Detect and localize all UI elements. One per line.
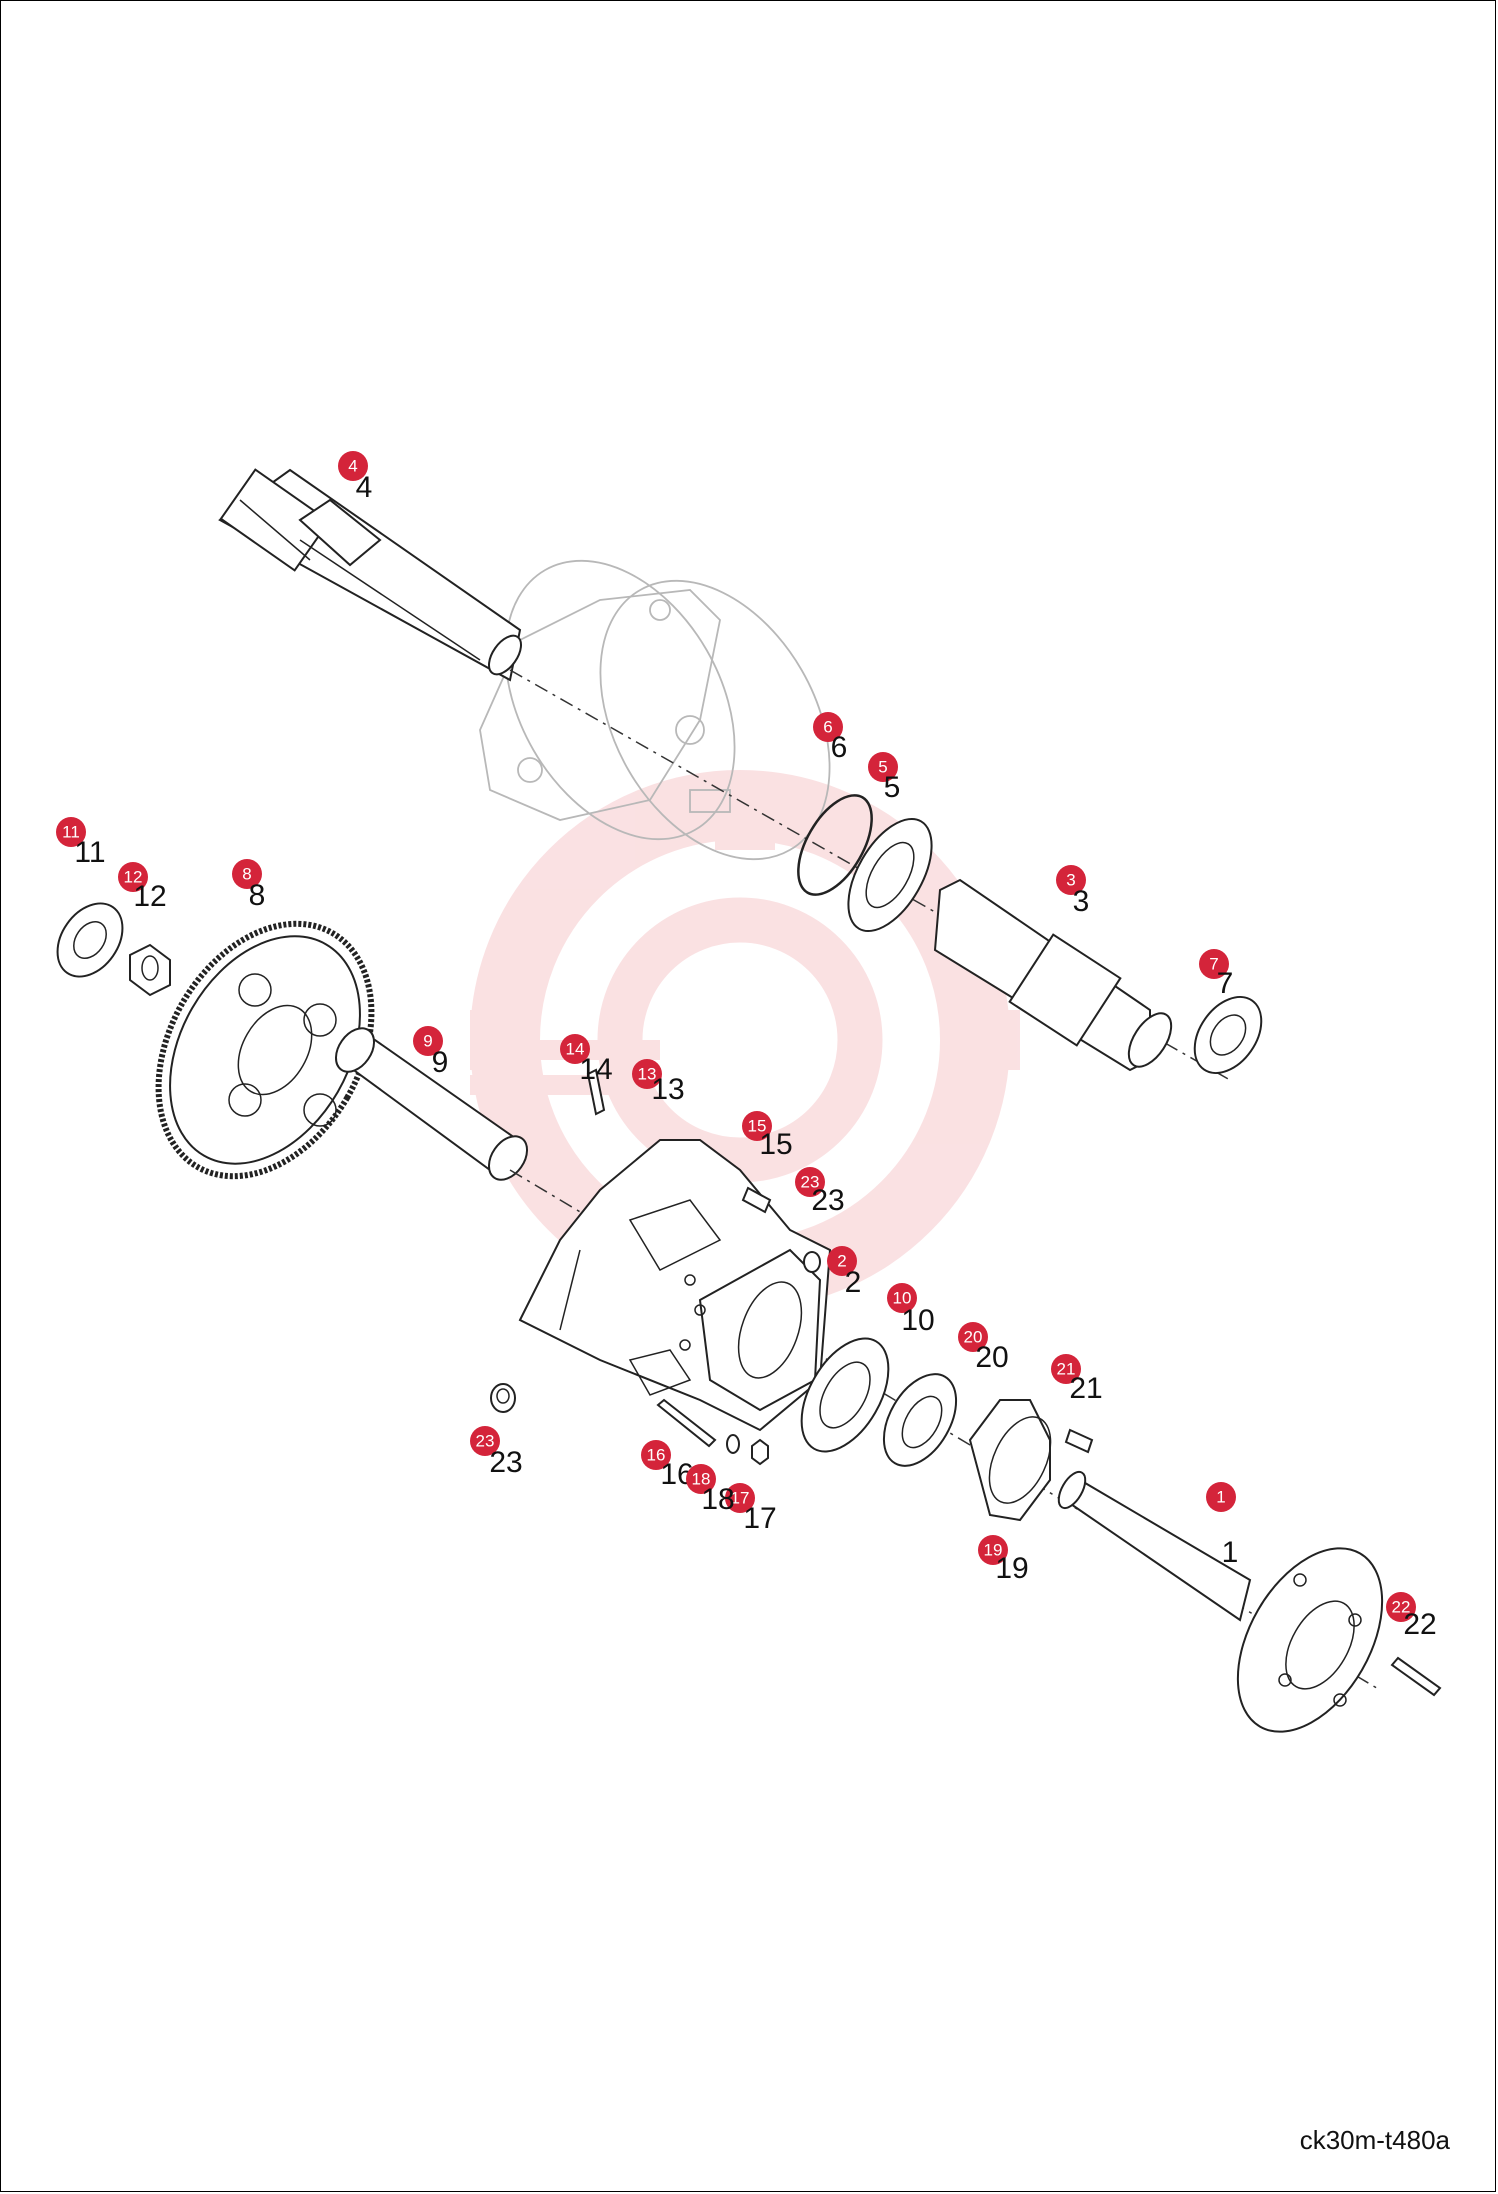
- callout-13[interactable]: 13: [632, 1059, 662, 1089]
- stud-part-16: [656, 1398, 717, 1448]
- callout-5[interactable]: 5: [868, 752, 898, 782]
- diagram-reference-code: ck30m-t480a: [1299, 2125, 1450, 2155]
- callout-21[interactable]: 21: [1051, 1354, 1081, 1384]
- large-gear-part-8: [155, 920, 375, 1180]
- svg-text:1: 1: [1216, 1488, 1225, 1507]
- part-label-2: 2: [845, 1266, 862, 1299]
- stud-part-22: [1390, 1656, 1442, 1697]
- part-label-17: 17: [743, 1502, 776, 1535]
- svg-text:10: 10: [893, 1289, 912, 1308]
- part-label-10: 10: [901, 1304, 934, 1337]
- nut-part-12: [129, 943, 171, 997]
- callout-11[interactable]: 11: [56, 817, 86, 847]
- part-label-23-lower: 23: [489, 1446, 522, 1479]
- axle-shaft-part-1: [1057, 1470, 1384, 1733]
- snap-ring-part-6: [797, 794, 873, 896]
- svg-text:18: 18: [692, 1470, 711, 1489]
- part-label-9: 9: [432, 1046, 449, 1079]
- ghost-housing: [479, 559, 831, 861]
- part-label-20: 20: [975, 1341, 1008, 1374]
- part-label-21: 21: [1069, 1372, 1102, 1405]
- svg-text:3: 3: [1066, 871, 1075, 890]
- part-label-8: 8: [249, 879, 266, 912]
- callout-18[interactable]: 18: [686, 1464, 716, 1494]
- bearing-part-5: [847, 817, 933, 933]
- svg-text:6: 6: [823, 718, 832, 737]
- input-shaft-part-4: [218, 468, 522, 682]
- bearing-part-2: [800, 1337, 890, 1453]
- part-label-11: 11: [74, 836, 105, 869]
- part-label-22: 22: [1403, 1608, 1436, 1641]
- pinion-shaft-part-3: [933, 878, 1173, 1072]
- part-label-13: 13: [651, 1073, 684, 1106]
- callout-22[interactable]: 22: [1386, 1592, 1416, 1622]
- bearing-part-7: [1193, 996, 1263, 1074]
- part-label-6: 6: [831, 731, 848, 764]
- callout-2[interactable]: 2: [827, 1246, 857, 1276]
- part-label-4: 4: [356, 471, 373, 504]
- callout-6[interactable]: 6: [813, 712, 843, 742]
- svg-text:23: 23: [476, 1432, 495, 1451]
- svg-text:20: 20: [964, 1328, 983, 1347]
- bolt-part-15: [741, 1186, 772, 1214]
- washer-part-18: [726, 1434, 740, 1454]
- bolt-part-21: [1064, 1428, 1094, 1454]
- svg-text:7: 7: [1209, 955, 1218, 974]
- bearing-part-11: [56, 902, 124, 978]
- nut-part-17: [751, 1438, 769, 1466]
- svg-text:16: 16: [647, 1446, 666, 1465]
- housing-part-13: [518, 1139, 832, 1432]
- part-label-12: 12: [133, 880, 166, 913]
- svg-text:9: 9: [423, 1032, 432, 1051]
- svg-text:4: 4: [348, 457, 357, 476]
- svg-text:14: 14: [566, 1040, 585, 1059]
- part-label-15: 15: [759, 1128, 792, 1161]
- callout-14[interactable]: 14: [560, 1034, 590, 1064]
- callout-23-lower[interactable]: 23: [470, 1426, 500, 1456]
- part-label-14: 14: [579, 1053, 612, 1086]
- part-label-23-upper: 23: [811, 1184, 844, 1217]
- retainer-part-20: [968, 1399, 1052, 1522]
- part-label-1: 1: [1222, 1536, 1239, 1569]
- sleeve-part-9: [334, 1027, 529, 1181]
- callout-17[interactable]: 17: [725, 1483, 755, 1513]
- part-label-3: 3: [1073, 885, 1090, 918]
- svg-text:19: 19: [984, 1541, 1003, 1560]
- part-label-19: 19: [995, 1552, 1028, 1585]
- seal-part-10: [882, 1373, 958, 1467]
- callout-3[interactable]: 3: [1056, 865, 1086, 895]
- callout-8[interactable]: 8: [232, 859, 262, 889]
- callout-15[interactable]: 15: [742, 1111, 772, 1141]
- callout-7[interactable]: 7: [1199, 949, 1229, 979]
- part-label-18: 18: [701, 1483, 734, 1516]
- callout-19[interactable]: 19: [978, 1535, 1008, 1565]
- svg-text:17: 17: [731, 1489, 750, 1508]
- svg-text:5: 5: [878, 758, 887, 777]
- svg-text:22: 22: [1392, 1598, 1411, 1617]
- part-label-7: 7: [1217, 967, 1234, 1000]
- callout-20[interactable]: 20: [958, 1322, 988, 1352]
- plug-part-23-lower: [490, 1383, 516, 1413]
- callout-16[interactable]: 16: [641, 1440, 671, 1470]
- part-label-5: 5: [884, 771, 901, 804]
- callout-23-upper[interactable]: 23: [795, 1167, 825, 1197]
- svg-text:8: 8: [242, 865, 251, 884]
- svg-text:11: 11: [62, 823, 80, 842]
- svg-text:2: 2: [837, 1252, 846, 1271]
- pin-part-14: [586, 1068, 606, 1116]
- svg-text:15: 15: [748, 1117, 767, 1136]
- callout-1[interactable]: 1: [1206, 1482, 1236, 1512]
- svg-text:21: 21: [1057, 1360, 1076, 1379]
- plug-part-23-upper: [803, 1251, 821, 1273]
- svg-text:13: 13: [638, 1065, 657, 1084]
- callout-4[interactable]: 4: [338, 451, 368, 481]
- svg-text:12: 12: [124, 868, 143, 887]
- callout-9[interactable]: 9: [413, 1026, 443, 1056]
- callout-10[interactable]: 10: [887, 1283, 917, 1313]
- svg-text:23: 23: [801, 1173, 820, 1192]
- callout-12[interactable]: 12: [118, 862, 148, 892]
